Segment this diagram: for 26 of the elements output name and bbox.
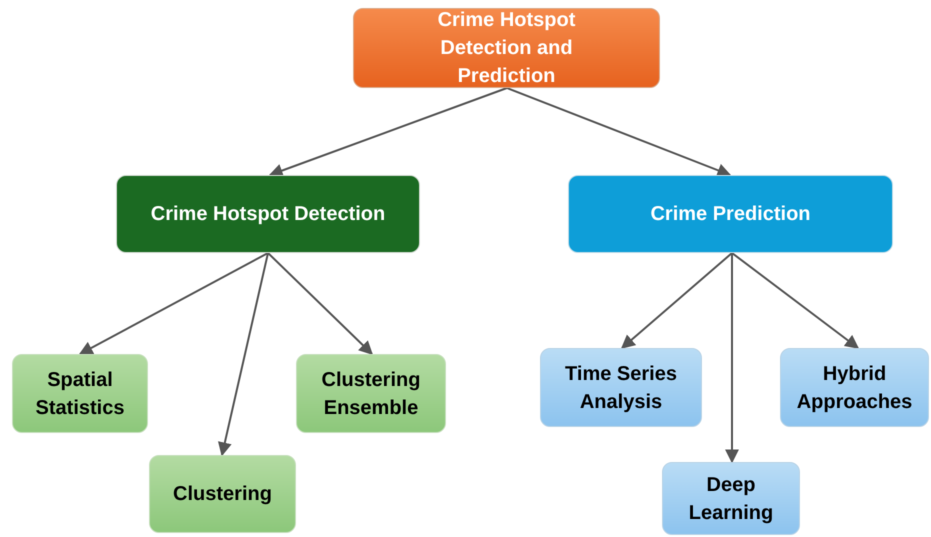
topic-box — [568, 175, 893, 253]
box-label: Hybrid Approaches — [796, 362, 914, 414]
topic-box — [12, 354, 148, 433]
box-label: Crime Hotspot Detection — [150, 202, 386, 227]
arrow — [267, 252, 373, 355]
arrow — [620, 252, 733, 349]
box-label: Deep Learning — [688, 472, 774, 526]
arrow — [78, 252, 268, 355]
arrow — [506, 87, 732, 177]
box-label: Time Series Analysis — [564, 362, 678, 414]
arrow — [268, 87, 508, 178]
box-label: Clustering Ensemble — [320, 368, 422, 420]
topic-box — [116, 175, 420, 253]
arrow — [731, 252, 860, 349]
topic-box — [662, 462, 800, 535]
box-label: Crime Hotspot Detection and Prediction — [436, 8, 576, 89]
box-label: Clustering — [173, 482, 272, 507]
topic-box — [780, 348, 929, 427]
arrow — [218, 252, 269, 456]
box-label: Crime Prediction — [650, 202, 811, 227]
topic-box — [296, 354, 446, 433]
arrow — [725, 253, 739, 464]
topic-box — [149, 455, 296, 533]
box-label: Spatial Statistics — [34, 368, 126, 420]
topic-box — [353, 8, 660, 88]
topic-box — [540, 348, 702, 427]
